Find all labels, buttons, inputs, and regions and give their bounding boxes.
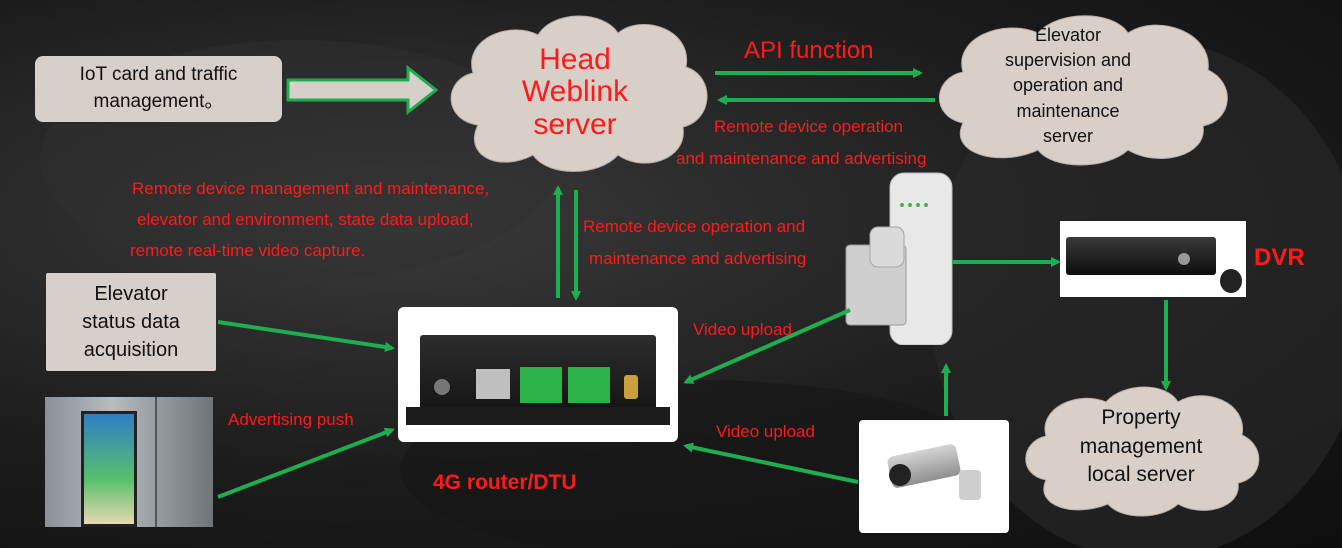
video-upload-label-2: Video upload [716, 422, 815, 441]
elevator-ad-screen-image [45, 397, 213, 527]
elevator-server-cloud [938, 15, 1228, 166]
head-server-cloud [450, 15, 708, 172]
es-line-5: server [1042, 125, 1093, 146]
api-function-label: API function [744, 37, 874, 64]
camera-image [859, 420, 1009, 533]
esd-line-3: acquisition [83, 339, 179, 361]
remote-op-mid-line-1: Remote device operation and [583, 217, 806, 236]
router-to-ad-screen-arrow [217, 427, 395, 499]
router-dtu-image [398, 307, 678, 442]
head-line-3: server [533, 107, 617, 141]
remote-mgmt-line-2: elevator and environment, state data upl… [137, 210, 474, 229]
remote-op-top-line-1: Remote device operation [714, 117, 904, 136]
head-line-2: Weblink [521, 75, 629, 109]
dvr-image [1060, 221, 1246, 297]
iot-line-1: IoT card and traffic [79, 64, 238, 86]
bridge-to-router-arrow [683, 308, 851, 384]
head-server-label: Head Weblink server [480, 35, 670, 150]
advertising-push-label: Advertising push [228, 410, 354, 429]
dvr-label: DVR [1254, 244, 1305, 271]
es-line-3: operation and [1012, 75, 1124, 96]
wireless-bridge-image [845, 172, 953, 345]
remote-mgmt-line-3: remote real-time video capture. [130, 241, 366, 260]
camera-to-router-arrow [683, 442, 859, 484]
remote-op-mid-line-2: maintenance and advertising [589, 249, 807, 268]
head-line-1: Head [539, 43, 611, 77]
elevator-status-box: Elevator status data acquisition [46, 273, 216, 371]
es-line-2: supervision and [1004, 50, 1132, 71]
remote-op-top-line-2: and maintenance and advertising [676, 149, 927, 168]
esd-line-2: status data [82, 311, 180, 333]
prop-line-3: local server [1087, 463, 1195, 487]
remote-mgmt-line-1: Remote device management and maintenance… [132, 179, 490, 198]
prop-line-2: management [1079, 434, 1203, 458]
property-server-label: Property management local server [1050, 400, 1232, 494]
iot-card-box: IoT card and traffic management。 [35, 56, 282, 122]
video-upload-label-1: Video upload [693, 320, 792, 339]
router-dtu-label: 4G router/DTU [433, 471, 577, 494]
iot-to-head-arrow [286, 64, 439, 116]
property-server-cloud [1025, 386, 1260, 517]
esd-line-1: Elevator [94, 283, 168, 305]
elevator-status-to-router-arrow [217, 320, 395, 352]
iot-line-2: management。 [93, 91, 224, 112]
prop-line-1: Property [1101, 406, 1181, 430]
es-line-4: maintenance [1016, 100, 1120, 121]
es-line-1: Elevator [1034, 25, 1102, 46]
elevator-server-label: Elevator supervision and operation and m… [968, 20, 1168, 152]
